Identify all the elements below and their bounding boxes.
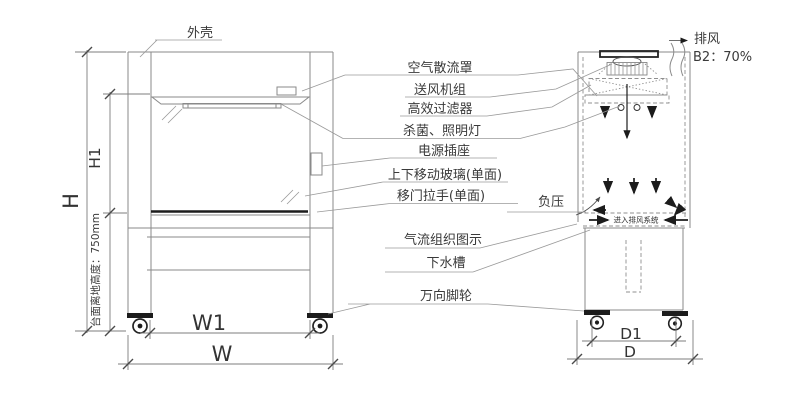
- front-casters: [127, 313, 333, 334]
- side-outer-shell: [577, 51, 691, 229]
- front-lamp-tube: [182, 103, 282, 109]
- exhaust-duct: [669, 37, 688, 77]
- dimension-annotations: H H1 台面离地高度：750mm W1 W D1 D: [59, 46, 703, 370]
- glass-hatch-marks: [161, 105, 300, 205]
- front-power-socket: [310, 152, 323, 176]
- side-lamp: [617, 104, 625, 111]
- into-exhaust-system-label: 进入排风系统: [614, 215, 659, 225]
- germicidal-lamp-leader: [280, 103, 621, 139]
- shell-label: 外壳: [187, 26, 213, 41]
- airflow-pattern-label: 气流组织图示: [404, 232, 482, 248]
- drain-sink-leader: [385, 229, 591, 273]
- dim-W1-line: [140, 320, 320, 339]
- hepa-filter-leader: [400, 84, 592, 117]
- caster-plate: [307, 313, 333, 318]
- fan-housing-hatch: [610, 63, 644, 75]
- dim-D1-text: D1: [620, 325, 642, 343]
- dim-H-text: H: [59, 193, 83, 209]
- dim-D1-line: [582, 318, 686, 347]
- side-lamp: [633, 104, 641, 111]
- hepa-filter-label: 高效过滤器: [407, 101, 472, 117]
- caster-plate: [127, 313, 153, 318]
- supply-fan-label: 送风机组: [414, 83, 466, 98]
- blower-flare-dotted: [598, 63, 658, 75]
- caster-hub: [137, 323, 143, 329]
- side-drain-pipe: [625, 240, 642, 293]
- door-handle-leader: [316, 203, 518, 213]
- side-hepa-filter: [588, 78, 668, 96]
- door-handle-label: 移门拉手(单面): [397, 189, 485, 204]
- airflow-arrows: [575, 84, 688, 226]
- negative-pressure-label: 负压: [538, 195, 564, 210]
- drain-sink-label: 下水槽: [426, 256, 465, 271]
- hepa-cross-dotted: [588, 78, 668, 96]
- front-outer-shell: [127, 51, 334, 313]
- front-control-box: [276, 86, 297, 96]
- side-casters: [584, 310, 688, 331]
- caster-plate: [662, 311, 688, 316]
- dim-W-text: W: [212, 342, 233, 366]
- power-socket-label: 电源插座: [418, 144, 470, 159]
- caster-hub: [317, 323, 323, 329]
- casters-label: 万向脚轮: [420, 288, 472, 304]
- dim-W1-text: W1: [192, 311, 226, 335]
- worktop-height-label: 台面离地高度：750mm: [89, 213, 102, 327]
- dim-D-text: D: [624, 343, 636, 361]
- dim-H1-text: H1: [86, 147, 104, 169]
- front-view: [127, 51, 334, 334]
- germicidal-lamp-label: 杀菌、照明灯: [403, 124, 481, 139]
- exhaust-ratio-label: B2：70%: [693, 50, 752, 65]
- caster-plate: [584, 310, 610, 315]
- dim-H-line: [75, 50, 126, 333]
- dim-H1-line: [103, 92, 150, 331]
- power-socket-leader: [321, 157, 497, 167]
- sliding-glass-leader: [304, 181, 508, 197]
- side-inner-wall-dashed: [578, 57, 686, 227]
- caster-hub: [672, 321, 678, 326]
- callout-labels: 外壳 空气散流罩 送风机组 高效过滤器 杀菌、照明灯 电源插座 上下移动玻璃(单…: [139, 26, 752, 315]
- side-view: 进入排风系统: [575, 37, 691, 331]
- caster-hub: [594, 320, 600, 325]
- shell-leader: [139, 39, 222, 58]
- side-base-cabinet: [584, 228, 684, 311]
- airflow-pattern-leader: [385, 223, 578, 249]
- front-air-diffuser: [150, 96, 311, 105]
- dim-D-line: [567, 320, 703, 365]
- supply-fan-leader: [405, 63, 613, 98]
- sliding-glass-label: 上下移动玻璃(单面): [388, 168, 502, 183]
- air-diffuser-label: 空气散流罩: [407, 60, 472, 76]
- front-worktop-frame: [128, 214, 333, 271]
- casters-leader: [327, 303, 585, 315]
- exhaust-label: 排风: [694, 32, 720, 47]
- air-diffuser-leader: [301, 68, 598, 97]
